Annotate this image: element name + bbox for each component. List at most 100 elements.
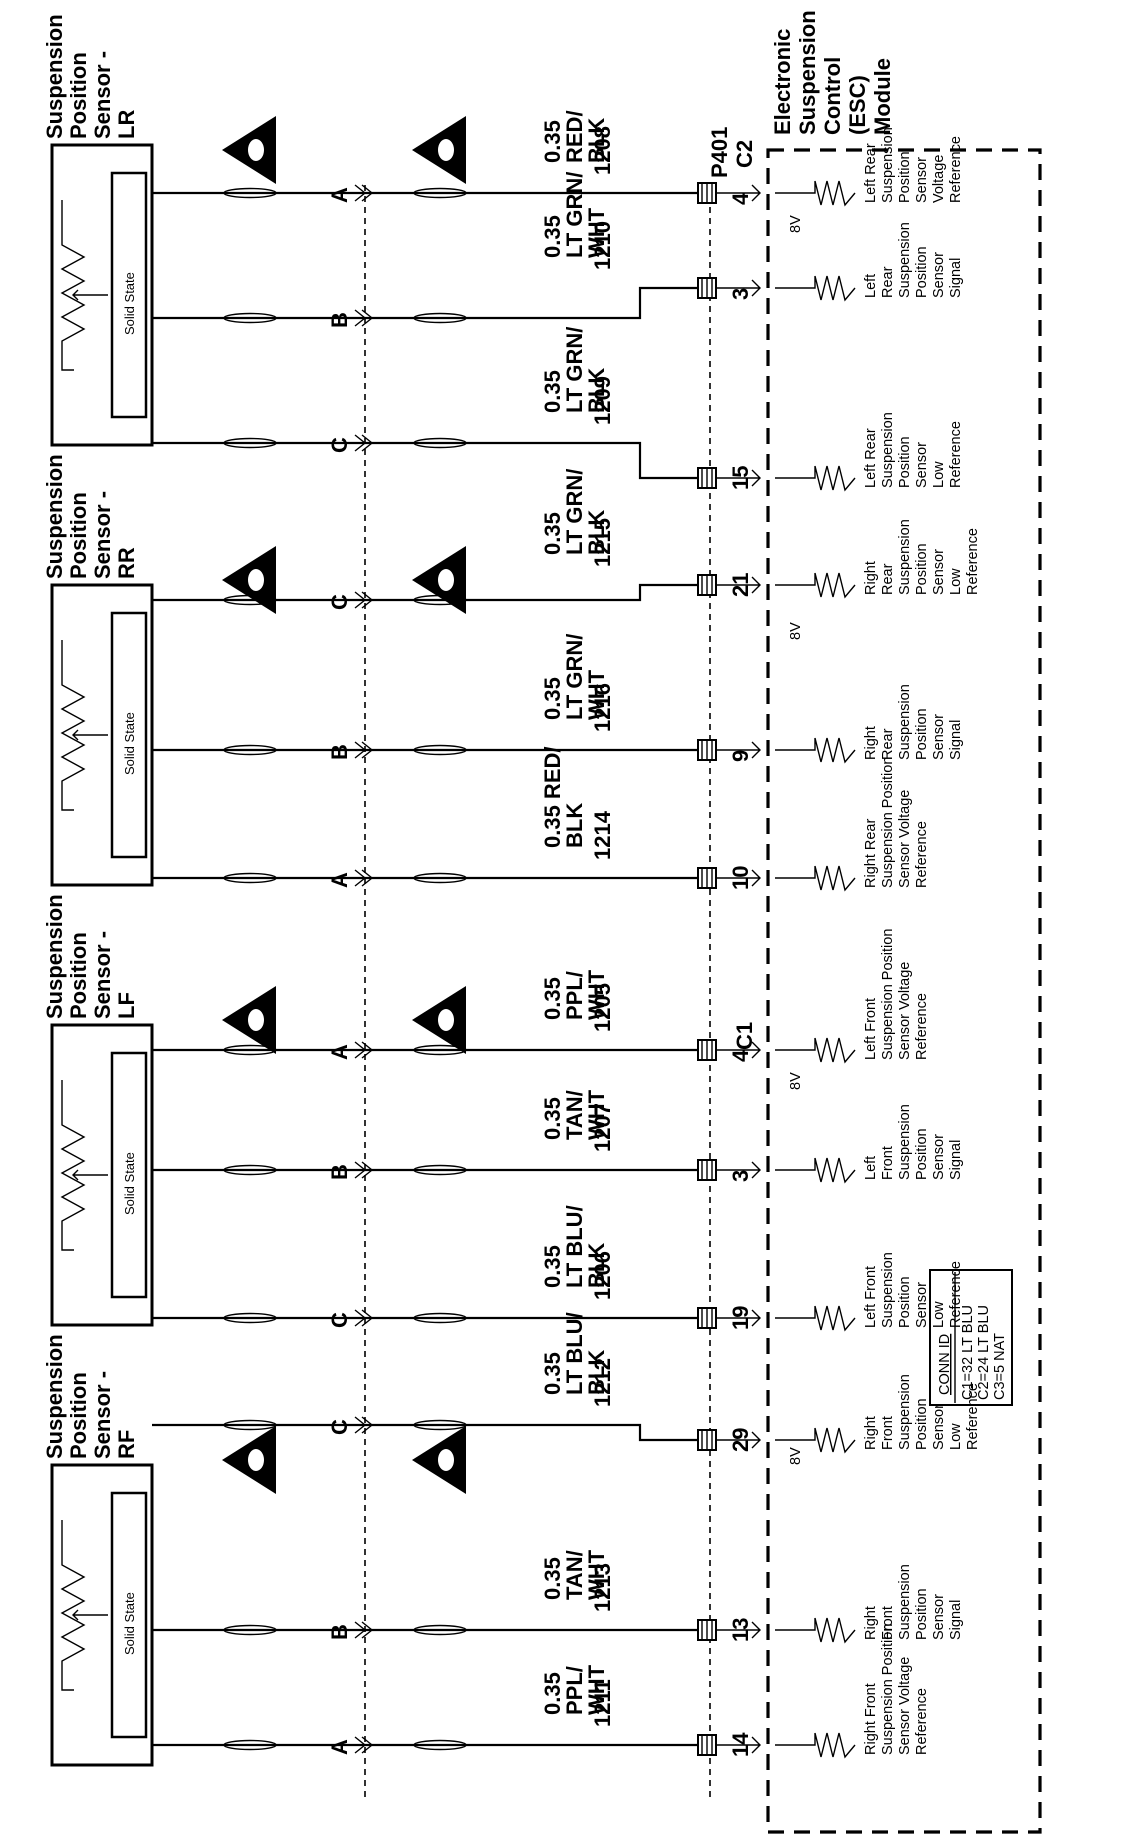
module-input-line — [716, 576, 761, 594]
pin-description: Sensor — [931, 1404, 947, 1450]
twisted-pair-mark — [413, 1624, 467, 1636]
pin-description: Reference — [948, 136, 964, 203]
terminal-pins — [701, 183, 713, 203]
wire-color-label: TAN/ — [562, 1090, 587, 1140]
twisted-pair-mark — [413, 872, 467, 884]
resistor-leads — [61, 1080, 74, 1251]
sensor-name-line: RF — [114, 1430, 139, 1459]
wire-color-label: LT GRN/ — [562, 172, 587, 258]
connector-chevron-icon — [354, 1309, 374, 1327]
circuit-number: 1212 — [590, 1358, 615, 1407]
wire-shield-warning-icon — [222, 546, 276, 614]
pin-description: Suspension — [880, 1252, 896, 1328]
connector-c1-label: C1 — [732, 1022, 757, 1050]
circuit-number: 1210 — [590, 221, 615, 270]
sensor-pin-letter: B — [327, 312, 352, 328]
wire-color-label: 0.35 — [540, 1557, 565, 1600]
sensor-resistor-icon — [60, 1095, 86, 1235]
module-pin-number: 15 — [728, 466, 753, 490]
voltage-label: 8V — [788, 1072, 804, 1090]
wiper-arrow-icon — [72, 1609, 108, 1621]
pin-description: Reference — [948, 1261, 964, 1328]
terminal-pins — [701, 1160, 713, 1180]
twisted-pair-mark — [413, 1739, 467, 1751]
pin-description: Sensor Voltage — [897, 1657, 913, 1755]
conn-id-line: C3=5 NAT — [992, 1333, 1008, 1400]
svg-text:Control: Control — [820, 57, 845, 135]
pin-description: Front — [880, 1416, 896, 1450]
pin-description: Position — [897, 436, 913, 488]
connector-chevron-icon — [354, 1621, 374, 1639]
warning-triangle-mark — [248, 569, 264, 591]
wire-shield-warning-icon — [222, 986, 276, 1054]
pin-description: Left — [863, 1156, 879, 1180]
pin-description: Position — [914, 1398, 930, 1450]
pin-description: Signal — [948, 258, 964, 298]
sensor-name-line: Suspension — [42, 454, 67, 579]
sensor-name-line: RR — [114, 547, 139, 579]
solid-state-element — [110, 611, 148, 859]
svg-text:(ESC): (ESC) — [845, 75, 870, 135]
circuit-number: 1208 — [590, 126, 615, 175]
pin-description: Reference — [914, 821, 930, 888]
wiper-arrow-icon — [72, 289, 108, 301]
twisted-pair-mark — [413, 1312, 467, 1324]
pin-description: Front — [880, 1606, 896, 1640]
module-input-line — [716, 1041, 761, 1059]
warning-triangle-mark — [438, 1449, 454, 1471]
sensor-pin-letter: B — [327, 1164, 352, 1180]
wire-color-label: LT GRN/ — [562, 634, 587, 720]
terminal-pins — [701, 1735, 713, 1755]
voltage-label: 8V — [788, 1447, 804, 1465]
connector-p401-label: P401 — [707, 127, 732, 178]
twisted-pair-mark — [413, 437, 467, 449]
warning-triangle-mark — [438, 139, 454, 161]
voltage-label: 8V — [788, 215, 804, 233]
pin-description: Left Rear — [863, 428, 879, 488]
twisted-pair-mark — [223, 594, 277, 606]
module-pin-number: 3 — [728, 288, 753, 300]
circuit-number: 1207 — [590, 1103, 615, 1152]
wire-color-label: PPL/ — [562, 971, 587, 1020]
terminal-pins — [701, 868, 713, 888]
warning-triangle-mark — [248, 1449, 264, 1471]
sensor-name-line: Position — [66, 492, 91, 579]
pin-description: Reference — [965, 528, 981, 595]
pin-description: Sensor Voltage — [897, 790, 913, 888]
circuit-number: 1209 — [590, 376, 615, 425]
module-input-line — [716, 1161, 761, 1179]
sensor-pin-letter: B — [327, 744, 352, 760]
esc-module-boundary — [766, 148, 1042, 1834]
twisted-pair-mark — [223, 1739, 277, 1751]
pin-description: Sensor — [931, 1134, 947, 1180]
connector-c2-label: C2 — [732, 140, 757, 168]
pin-description: Right Rear — [863, 819, 879, 888]
wire-color-label: BLK — [562, 803, 587, 848]
pin-description: Signal — [948, 1600, 964, 1640]
pin-description: Position — [897, 151, 913, 203]
sensor-resistor-icon — [60, 1535, 86, 1675]
twisted-pair-mark — [223, 1419, 277, 1431]
sensor-pin-letter: A — [327, 872, 352, 888]
terminal-pins — [701, 1308, 713, 1328]
pin-description: Right — [863, 1416, 879, 1450]
wire-color-label: 0.35 — [540, 215, 565, 258]
pin-description: Reference — [948, 421, 964, 488]
pin-description: Right — [863, 726, 879, 760]
twisted-pair-mark — [223, 187, 277, 199]
sensor-name-line: Position — [66, 932, 91, 1019]
module-pin-number: 14 — [728, 1732, 753, 1757]
pin-description: Position — [914, 246, 930, 298]
connector-chevron-icon — [354, 184, 374, 202]
pin-description: Suspension — [880, 127, 896, 203]
